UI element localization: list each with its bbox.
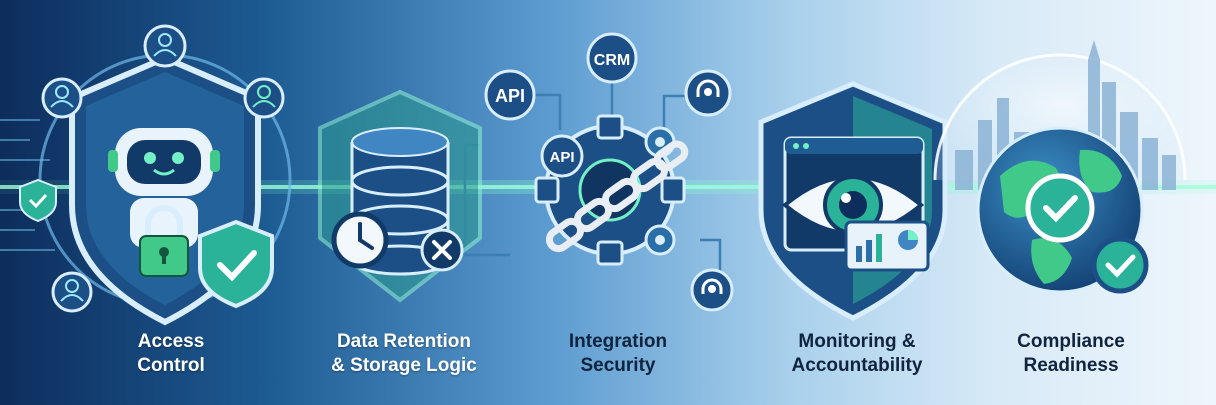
integration-security-illustration: API CRM API [484,32,734,312]
padlock-icon [139,205,189,277]
user-avatar-icon [143,24,187,68]
pillar-label-integration-security: Integration Security [568,331,668,376]
chain-link-icon [545,140,689,253]
user-avatar-icon [243,77,285,119]
compliance-illustration [933,40,1187,294]
checkmark-badge-icon [1025,173,1095,243]
api-badge-text: API [495,86,525,106]
user-avatar-icon [51,271,93,313]
api-gear-badge-text: API [549,149,574,166]
crm-badge-text: CRM [594,52,630,69]
robot-icon [108,128,220,248]
pillar-label-monitoring: Monitoring & Accountability [791,331,923,376]
pillar-label-data-retention: Data Retention & Storage Logic [331,331,477,376]
data-retention-illustration [318,89,482,303]
user-avatar-icon [41,77,83,119]
headset-icon [690,268,734,312]
api-badge: API [484,69,536,121]
monitoring-illustration [758,81,948,321]
pillar-label-access-control: Access Control [137,331,205,376]
pillar-label-compliance: Compliance Readiness [1017,331,1125,376]
eye-icon [781,174,925,236]
small-check-shield-icon [19,178,57,223]
api-gear-badge: API [540,134,584,178]
headset-icon [684,69,732,117]
delete-icon [420,228,464,272]
check-shield-icon [198,219,274,309]
crm-badge: CRM [586,32,638,84]
access-control-illustration [19,24,292,326]
clock-icon [331,211,389,269]
dashboard-card-icon [844,220,930,272]
checkmark-badge-icon [1091,236,1149,294]
